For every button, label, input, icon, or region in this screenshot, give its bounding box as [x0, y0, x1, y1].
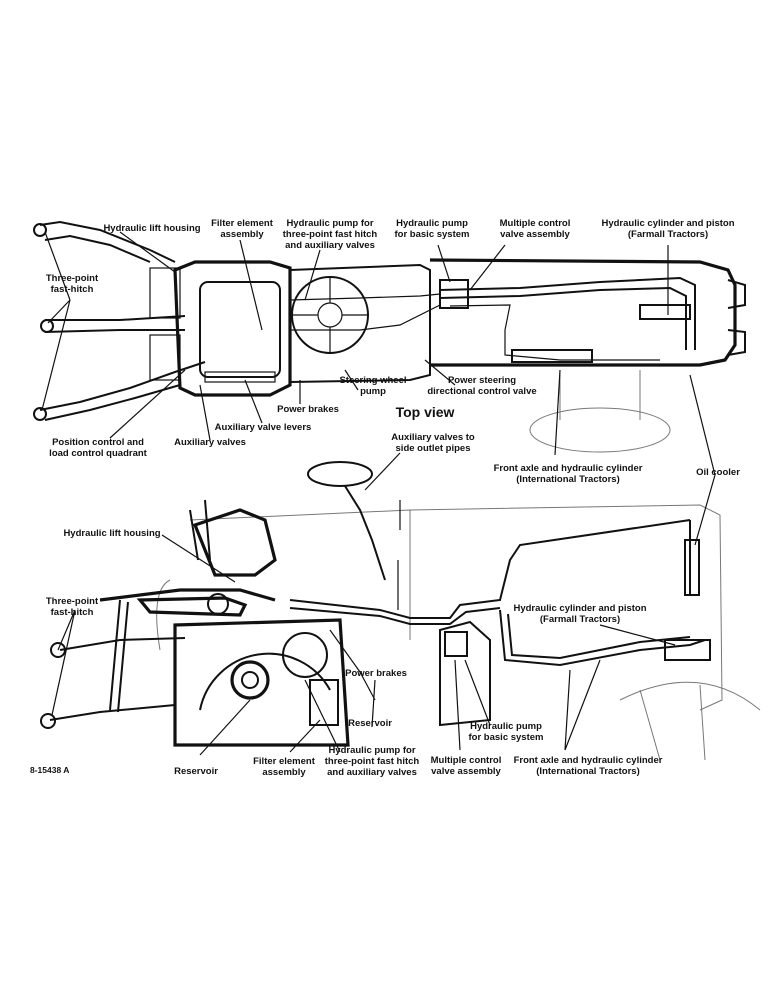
top-front-axle-cylinder — [511, 349, 593, 363]
label-side-cylinder-farmall: Hydraulic cylinder and piston (Farmall T… — [513, 603, 647, 625]
label-side-power-brakes: Power brakes — [345, 668, 407, 679]
label-top-filter-element: Filter element assembly — [211, 218, 273, 240]
side-top-link — [59, 637, 186, 651]
side-hydraulic-line-2 — [499, 609, 706, 667]
side-filter-element — [309, 679, 339, 726]
label-side-three-point-hitch: Three-point fast-hitch — [45, 596, 99, 618]
top-hitch-lower-arm — [39, 361, 206, 411]
side-multiple-control-valve — [444, 631, 468, 657]
label-top-auxiliary-valves: Auxiliary valves — [174, 437, 246, 448]
leader-lines — [41, 231, 716, 756]
side-axle-hub — [230, 660, 270, 700]
top-multiple-control-valve — [439, 279, 469, 309]
label-side-pump-fast-hitch: Hydraulic pump for three-point fast hitc… — [324, 745, 420, 778]
label-top-power-brakes: Power brakes — [277, 404, 339, 415]
label-side-reservoir-right: Reservoir — [348, 718, 392, 729]
label-top-cylinder-farmall: Hydraulic cylinder and piston (Farmall T… — [601, 218, 735, 240]
label-top-front-axle-international: Front axle and hydraulic cylinder (Inter… — [493, 463, 643, 485]
top-farmall-cylinder — [639, 304, 691, 320]
label-top-oil-cooler: Oil cooler — [696, 467, 740, 478]
label-top-pump-fast-hitch: Hydraulic pump for three-point fast hitc… — [282, 218, 378, 251]
top-view-title: Top view — [395, 404, 455, 420]
top-hitch-upper-arm — [39, 220, 176, 263]
label-top-hydraulic-lift-housing: Hydraulic lift housing — [103, 223, 201, 234]
top-hitch-center-link — [45, 315, 186, 321]
top-center-body — [289, 263, 431, 383]
side-view-drawing — [40, 461, 761, 761]
side-lift-arm — [99, 588, 276, 602]
label-top-position-control-quadrant: Position control and load control quadra… — [49, 437, 147, 459]
label-top-steering-wheel-pump: Steering wheel pump — [339, 375, 407, 397]
side-oil-cooler — [684, 539, 700, 596]
label-side-front-axle-international: Front axle and hydraulic cylinder (Inter… — [513, 755, 663, 777]
label-side-multiple-control-valve: Multiple control valve assembly — [430, 755, 502, 777]
top-lift-housing — [173, 260, 292, 397]
top-view-drawing — [33, 220, 746, 453]
top-hydraulic-line-1 — [439, 276, 696, 350]
label-side-hydraulic-lift-housing: Hydraulic lift housing — [63, 528, 161, 539]
figure-code: 8-15438 A — [30, 765, 70, 775]
top-hitch-upper-ball-icon — [33, 223, 47, 237]
top-hood — [429, 258, 737, 367]
label-top-aux-valves-side-outlet: Auxiliary valves to side outlet pipes — [391, 432, 475, 454]
label-top-three-point-hitch: Three-point fast-hitch — [45, 273, 99, 295]
side-control-quadrant — [192, 508, 277, 577]
label-top-auxiliary-valve-levers: Auxiliary valve levers — [214, 422, 312, 433]
label-top-power-steering-valve: Power steering directional control valve — [427, 375, 537, 397]
label-top-multiple-control-valve: Multiple control valve assembly — [499, 218, 571, 240]
side-rear-housing — [173, 618, 350, 747]
side-hydraulic-line-1 — [289, 519, 691, 619]
label-top-pump-basic: Hydraulic pump for basic system — [394, 218, 470, 240]
label-side-filter-element: Filter element assembly — [253, 756, 315, 778]
side-steering-wheel — [307, 461, 373, 487]
top-hitch-lower-ball-icon — [33, 407, 47, 421]
label-side-pump-basic: Hydraulic pump for basic system — [468, 721, 544, 743]
side-pump-fast-hitch — [282, 632, 328, 678]
side-farmall-cylinder — [664, 639, 711, 661]
side-basic-pump — [439, 620, 491, 727]
side-lower-link — [49, 704, 176, 721]
label-side-reservoir-left: Reservoir — [174, 766, 218, 777]
